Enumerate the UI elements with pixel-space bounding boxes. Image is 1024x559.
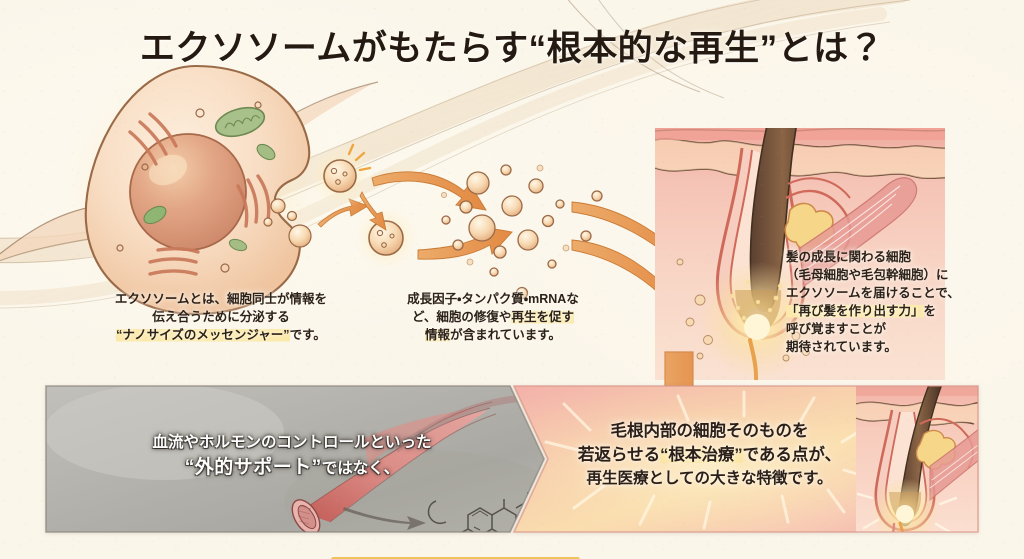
caption-follicle-line5: 呼び覚ますことが: [786, 322, 887, 336]
panel-right-line1: 毛根内部の細胞そのものを: [610, 422, 809, 440]
panel-right-border: [512, 385, 979, 533]
hair-follicle-rejuvenation-illustration: [856, 386, 978, 532]
panel-left-external-support: HO OH: [46, 386, 544, 532]
panel-left-text: 血流やホルモンのコントロールといった “外的サポート”ではなく、: [92, 432, 492, 482]
caption-cargo: 成長因子・タンパク質・mRNAな ど、細胞の修復や再生を促す 情報が含まれていま…: [385, 290, 601, 344]
caption-follicle-highlight: 「再び髪を作り出す力」: [786, 304, 924, 318]
panel-right-text: 毛根内部の細胞そのものを 若返らせる“根本治療”である点が、 再生医療としての大…: [512, 420, 907, 490]
caption-exosome: エクソソームとは、細胞同士が情報を 伝え合うために分泌する “ナノサイズのメッセ…: [75, 290, 367, 344]
panel-left-tail: ではなく、: [321, 460, 400, 478]
caption-cargo-line3-tail: が含まれています。: [450, 328, 561, 342]
caption-exosome-tail: です。: [289, 328, 326, 342]
caption-cargo-line2-a: ど、細胞の修復や: [412, 310, 512, 324]
caption-exosome-line1: エクソソームとは、細胞同士が情報を: [114, 292, 328, 306]
caption-cargo-line3: 情報が含まれています。: [385, 326, 601, 344]
caption-follicle-line6: 期待されています。: [786, 340, 897, 354]
title-underline: [331, 557, 580, 559]
comparison-panel: HO OH: [44, 382, 980, 536]
caption-follicle: 髪の成長に関わる細胞 （毛母細胞や毛包幹細胞）に エクソソームを届けることで、 …: [786, 248, 1024, 356]
caption-follicle-line3: エクソソームを届けることで、: [786, 286, 960, 300]
caption-exosome-line2: 伝え合うために分泌する: [152, 310, 290, 324]
page-title: エクソソームがもたらす“根本的な再生”とは？: [139, 29, 885, 68]
caption-cargo-line1: 成長因子・タンパク質・mRNAな: [407, 292, 579, 306]
panel-left-line1: 血流やホルモンのコントロールといった: [152, 434, 432, 451]
caption-cargo-line2-highlight: 再生を促す: [511, 310, 574, 324]
panel-right-line2: 若返らせる“根本治療”である点が、: [512, 444, 907, 468]
hormone-pathway-arrow: [343, 507, 426, 530]
caption-follicle-line4: 「再び髪を作り出す力」を: [786, 302, 1024, 320]
caption-follicle-line1: 髪の成長に関わる細胞: [786, 250, 912, 264]
panel-right-line2-tail: である点が、: [742, 445, 842, 464]
caption-exosome-highlight: “ナノサイズのメッセンジャー”: [116, 328, 290, 342]
panel-right-line3: 再生医療としての大きな特徴です。: [586, 469, 833, 487]
panel-right-root-treatment: [514, 386, 978, 532]
panel-right-highlight: “根本治療”: [660, 445, 743, 464]
caption-follicle-line4-tail: を: [923, 304, 937, 318]
secreting-cell-illustration: [0, 52, 379, 324]
caption-cargo-line2: ど、細胞の修復や再生を促す: [385, 308, 601, 326]
panel-left-line2: “外的サポート”ではなく、: [92, 454, 492, 482]
caption-follicle-line2: （毛母細胞や毛包幹細胞）に: [786, 268, 949, 282]
caption-cargo-line3-highlight: 情報: [425, 328, 451, 342]
mitochondrion: [214, 106, 266, 138]
panel-left-border: [45, 385, 545, 533]
hair-follicle-cross-section-illustration: [655, 128, 945, 380]
caption-exosome-line3: “ナノサイズのメッセンジャー”です。: [75, 326, 367, 344]
panel-right-line2-a: 若返らせる: [577, 445, 661, 464]
title-block: エクソソームがもたらす“根本的な再生”とは？: [0, 20, 1024, 71]
panel-left-quote: “外的サポート”: [184, 457, 322, 479]
